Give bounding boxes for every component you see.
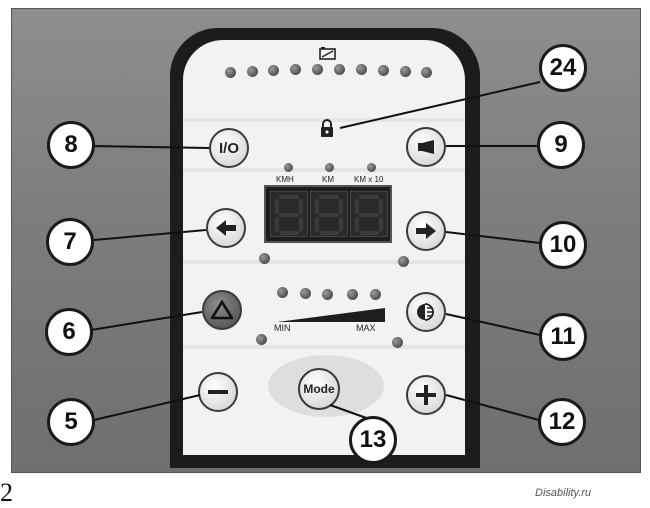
callout-7: 7 — [46, 218, 94, 266]
unit-label-km: KM — [322, 175, 334, 184]
horn-button[interactable] — [406, 127, 446, 167]
display-digit — [350, 191, 388, 237]
callout-8: 8 — [47, 121, 95, 169]
speed-min-label: MIN — [274, 323, 291, 333]
mode-button-label: Mode — [303, 382, 335, 396]
callout-24: 24 — [539, 44, 587, 92]
hazard-button[interactable] — [202, 290, 242, 330]
faceplate-stripe — [183, 260, 465, 264]
seven-segment-display — [264, 185, 392, 243]
battery-led — [268, 65, 279, 76]
unit-led-kmh — [284, 163, 293, 172]
battery-led — [247, 66, 258, 77]
figure-number: 2 — [0, 478, 13, 507]
triangle-icon — [211, 300, 233, 320]
battery-led — [356, 64, 367, 75]
arrow-right-icon — [416, 223, 436, 239]
battery-led — [225, 67, 236, 78]
callout-5: 5 — [47, 398, 95, 446]
power-button-label: I/O — [218, 139, 239, 157]
plus-icon — [416, 385, 436, 405]
lock-icon — [321, 119, 333, 137]
unit-label-km10: KM x 10 — [354, 175, 384, 184]
hazard-led — [256, 334, 267, 345]
callout-13: 13 — [349, 416, 397, 464]
display-digit — [310, 191, 348, 237]
speed-led — [370, 289, 381, 300]
callout-9: 9 — [537, 121, 585, 169]
unit-label-kmh: KMH — [276, 175, 294, 184]
headlight-icon — [417, 303, 434, 321]
battery-icon — [319, 47, 336, 60]
arrow-left-icon — [216, 220, 236, 236]
right-indicator-button[interactable] — [406, 211, 446, 251]
faceplate-stripe — [183, 345, 465, 349]
minus-icon — [208, 390, 228, 394]
callout-12: 12 — [538, 398, 586, 446]
horn-icon — [418, 140, 434, 154]
callout-11: 11 — [539, 313, 587, 361]
unit-led-km10 — [367, 163, 376, 172]
callout-10: 10 — [539, 221, 587, 269]
increase-speed-button[interactable] — [406, 375, 446, 415]
battery-led — [290, 64, 301, 75]
battery-led — [334, 64, 345, 75]
right-indicator-led — [398, 256, 409, 267]
speed-led — [277, 287, 288, 298]
faceplate-stripe — [183, 168, 465, 172]
battery-led — [378, 65, 389, 76]
speed-led — [322, 289, 333, 300]
battery-led — [312, 64, 323, 75]
battery-led — [421, 67, 432, 78]
power-button[interactable]: I/O — [209, 128, 249, 168]
speed-wedge-icon — [277, 308, 385, 322]
callout-6: 6 — [45, 308, 93, 356]
unit-led-km — [325, 163, 334, 172]
display-digit — [270, 191, 308, 237]
decrease-speed-button[interactable] — [198, 372, 238, 412]
speed-led — [300, 288, 311, 299]
left-indicator-button[interactable] — [206, 208, 246, 248]
lights-led — [392, 337, 403, 348]
watermark: Disability.ru — [535, 487, 592, 499]
battery-led — [400, 66, 411, 77]
speed-led — [347, 289, 358, 300]
mode-button[interactable]: Mode — [298, 368, 340, 410]
left-indicator-led — [259, 253, 270, 264]
speed-max-label: MAX — [356, 323, 376, 333]
lights-button[interactable] — [406, 292, 446, 332]
